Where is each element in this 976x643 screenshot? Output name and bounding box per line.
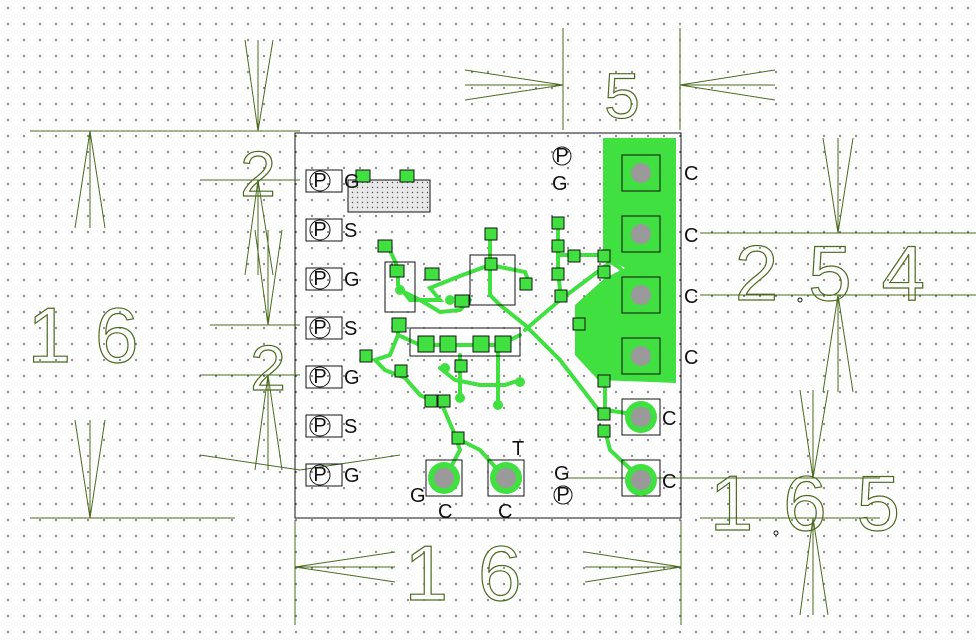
- dimension-right-mid: 254: [700, 137, 976, 393]
- bottom-pad-2: [487, 459, 525, 497]
- left-pin-label: G: [344, 367, 360, 389]
- bottom-mark: P G: [553, 463, 573, 506]
- bottom-pad-1-top-label: G: [410, 485, 426, 507]
- dim-right-mid-value: 254: [735, 229, 955, 317]
- left-pin-pad: [305, 316, 343, 340]
- right-pad-2: [621, 215, 661, 253]
- left-pin-label: G: [344, 171, 360, 193]
- dimension-left-top: 2: [200, 39, 300, 276]
- bottom-pad-2-top-label: T: [512, 438, 524, 460]
- dimension-bottom-width: 16: [294, 520, 682, 625]
- left-pin-badge: P: [313, 219, 326, 241]
- right-pad-label-6: C: [662, 471, 676, 493]
- bottom-mark-badge: P: [556, 484, 569, 506]
- right-pad-1: [621, 154, 661, 192]
- bottom-pad-2-bottom-label: C: [498, 501, 512, 523]
- dimension-top-width: 5: [464, 28, 776, 133]
- dim-right-bottom-value: 165: [710, 459, 930, 547]
- left-pin-label: S: [344, 220, 357, 242]
- left-pin-badge-circle: [309, 317, 331, 339]
- left-pin-badge-circle: [309, 464, 331, 486]
- right-pad-label-3: C: [684, 286, 698, 308]
- left-pin-badge: P: [313, 170, 326, 192]
- copper-pour-right: [575, 138, 676, 383]
- right-pad-6: [621, 459, 661, 497]
- right-pad-4: [621, 337, 661, 375]
- top-mark-badge: P: [555, 145, 568, 167]
- right-pad-5: [621, 398, 661, 436]
- left-pin-label: G: [344, 269, 360, 291]
- dim-left-mid-value: 2: [250, 332, 286, 404]
- left-pin-badge: P: [313, 317, 326, 339]
- dimension-left-mid: 2: [199, 229, 401, 471]
- left-pin-pad: [305, 414, 343, 438]
- right-pad-label-2: C: [684, 225, 698, 247]
- bottom-mark-label: G: [554, 463, 570, 485]
- dim-left-top-value: 2: [240, 138, 276, 210]
- left-pin-badge: P: [313, 268, 326, 290]
- right-pad-label-5: C: [662, 408, 676, 430]
- right-pad-label-1: C: [684, 163, 698, 185]
- right-pad-3: [621, 276, 661, 314]
- dimension-right-bottom: 165: [565, 389, 930, 616]
- dim-top-width-value: 5: [604, 60, 640, 132]
- left-pin-label: S: [344, 318, 357, 340]
- component-hatched: [347, 179, 431, 213]
- dim-left-height-value: 16: [28, 291, 163, 379]
- smd-components: [347, 169, 611, 445]
- left-pin-badge-circle: [309, 366, 331, 388]
- bottom-pad-1: [425, 459, 463, 497]
- left-pin-pad: [305, 463, 343, 487]
- left-pin-badge-circle: [309, 219, 331, 241]
- left-pin-label: G: [344, 465, 360, 487]
- marker-dot: [773, 530, 779, 536]
- right-pad-label-4: C: [684, 347, 698, 369]
- left-pin-badge-circle: [309, 268, 331, 290]
- left-pin-label: S: [344, 416, 357, 438]
- top-mark-label: G: [552, 173, 568, 195]
- dim-bottom-width-value: 16: [405, 529, 552, 617]
- left-pin-pad: [305, 267, 343, 291]
- left-pin-badge-circle: [309, 415, 331, 437]
- left-pin-badge: P: [313, 464, 326, 486]
- left-pin-badge-circle: [309, 170, 331, 192]
- bottom-pad-1-bottom-label: C: [438, 501, 452, 523]
- left-pin-pad: [305, 365, 343, 389]
- left-pin-badge: P: [313, 366, 326, 388]
- marker-dot: [797, 297, 803, 303]
- dimension-left-height: 16: [27, 130, 300, 519]
- left-pin-badge: P: [313, 415, 326, 437]
- left-pin-pad: [305, 169, 343, 193]
- left-pin-pad: [305, 218, 343, 242]
- top-mark: P G: [552, 145, 572, 195]
